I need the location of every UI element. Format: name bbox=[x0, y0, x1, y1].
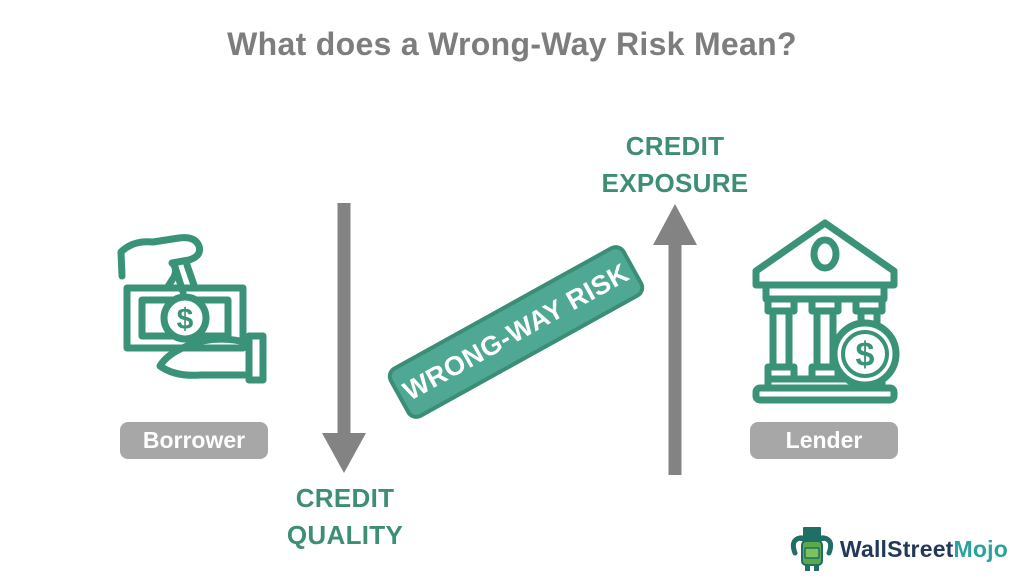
page-title: What does a Wrong-Way Risk Mean? bbox=[227, 26, 797, 62]
borrower-badge-label: Borrower bbox=[142, 427, 246, 453]
lender-badge-label: Lender bbox=[785, 427, 863, 453]
borrower-dollar-sign: $ bbox=[177, 303, 194, 336]
wallstreetmojo-logo-text: WallStreetMojo bbox=[840, 536, 1008, 563]
wallstreetmojo-logo: WallStreetMojo bbox=[790, 526, 1008, 572]
credit-exposure-line1: CREDIT bbox=[625, 131, 725, 161]
down-arrow-icon bbox=[322, 203, 366, 473]
wrong-way-risk-banner-label: WRONG-WAY RISK bbox=[397, 257, 634, 407]
credit-exposure-line2: EXPOSURE bbox=[601, 168, 749, 198]
credit-quality-line2: QUALITY bbox=[286, 520, 404, 550]
bank-icon: $ bbox=[752, 219, 900, 404]
credit-quality-line1: CREDIT bbox=[295, 483, 395, 513]
wrong-way-risk-banner: WRONG-WAY RISK bbox=[383, 241, 649, 423]
borrower-badge: Borrower bbox=[120, 422, 268, 459]
lender-badge: Lender bbox=[750, 422, 898, 459]
lender-dollar-sign: $ bbox=[856, 336, 875, 374]
logo-text-mojo: Mojo bbox=[953, 535, 1008, 562]
wallstreetmojo-mascot-icon bbox=[790, 527, 834, 571]
credit-quality-label: CREDIT QUALITY bbox=[235, 480, 455, 554]
money-exchange-icon: $ bbox=[117, 234, 267, 384]
credit-exposure-label: CREDIT EXPOSURE bbox=[565, 128, 785, 202]
logo-text-wallstreet: WallStreet bbox=[839, 535, 954, 562]
up-arrow-icon bbox=[653, 204, 697, 475]
